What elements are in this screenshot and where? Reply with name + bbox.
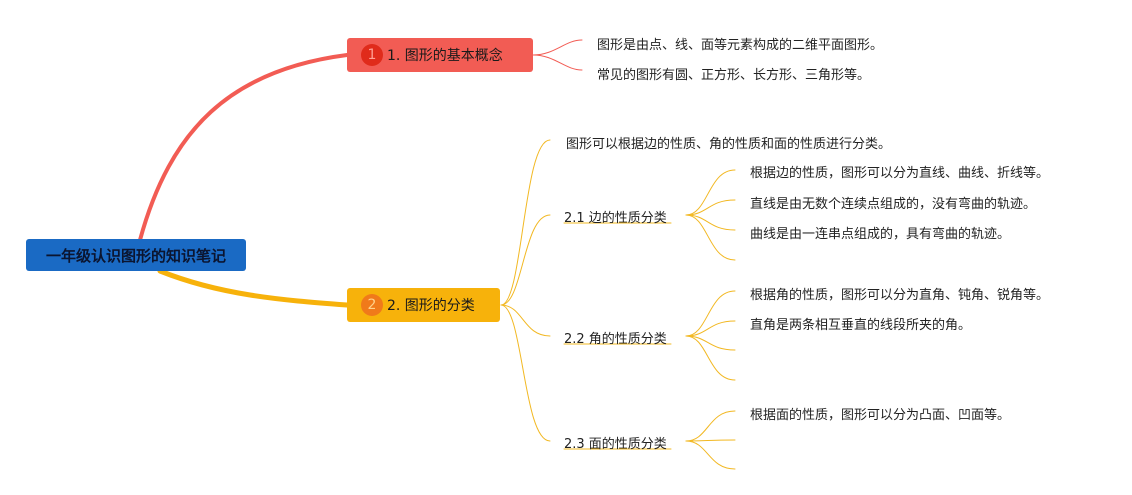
number-1-icon: 1 <box>361 44 383 66</box>
connector-topic-1-leaf-1 <box>532 39 583 56</box>
connector-sub-3-leaf-3 <box>685 440 736 470</box>
connector-sub-1-leaf-1 <box>685 169 736 216</box>
leaf-curve-line[interactable]: 曲线是由一连串点组成的，具有弯曲的轨迹。 <box>750 227 1011 242</box>
topic-basic-concepts-label: 1. 图形的基本概念 <box>387 48 503 64</box>
connector-root-to-topic-2 <box>157 268 350 308</box>
connector-sub-2-leaf-4 <box>685 335 736 381</box>
number-2-icon: 2 <box>361 294 383 316</box>
leaf-right-angle[interactable]: 直角是两条相互垂直的线段所夹的角。 <box>750 318 972 333</box>
leaf-classification-intro[interactable]: 图形可以根据边的性质、角的性质和面的性质进行分类。 <box>566 137 892 152</box>
topic-basic-concepts[interactable]: 1 1. 图形的基本概念 <box>347 38 533 72</box>
leaf-straight-line[interactable]: 直线是由无数个连续点组成的，没有弯曲的轨迹。 <box>750 197 1037 212</box>
connector-sub-3-leaf-2 <box>685 439 736 442</box>
leaf-concept-examples[interactable]: 常见的图形有圆、正方形、长方形、三角形等。 <box>597 68 871 83</box>
root-topic-label: 一年级认识图形的知识笔记 <box>45 246 226 265</box>
connector-sub-1-leaf-4 <box>685 214 736 261</box>
subtopic-face-classification[interactable]: 2.3 面的性质分类 <box>564 437 667 452</box>
subtopic-edge-classification[interactable]: 2.1 边的性质分类 <box>564 211 667 226</box>
connector-root-to-topic-1 <box>138 53 349 242</box>
topic-classification[interactable]: 2 2. 图形的分类 <box>347 288 500 322</box>
root-topic[interactable]: 一年级认识图形的知识笔记 <box>26 239 246 271</box>
connector-topic-1-leaf-2 <box>532 54 583 71</box>
connector-topic-2-intro <box>500 139 551 306</box>
leaf-angle-types[interactable]: 根据角的性质，图形可以分为直角、钝角、锐角等。 <box>750 288 1050 303</box>
connector-topic-2-sub-3 <box>500 304 551 442</box>
connector-topic-2-sub-2 <box>500 304 551 337</box>
connector-sub-2-leaf-2 <box>685 320 736 337</box>
topic-classification-label: 2. 图形的分类 <box>387 298 475 314</box>
leaf-face-types[interactable]: 根据面的性质，图形可以分为凸面、凹面等。 <box>750 408 1011 423</box>
subtopic-angle-classification[interactable]: 2.2 角的性质分类 <box>564 332 667 347</box>
leaf-concept-definition[interactable]: 图形是由点、线、面等元素构成的二维平面图形。 <box>597 38 884 53</box>
leaf-edge-types[interactable]: 根据边的性质，图形可以分为直线、曲线、折线等。 <box>750 166 1050 181</box>
connector-topic-2-sub-1 <box>500 214 551 306</box>
connector-sub-1-leaf-2 <box>685 199 736 216</box>
connector-sub-2-leaf-1 <box>685 290 736 337</box>
connector-sub-3-leaf-1 <box>685 410 736 442</box>
